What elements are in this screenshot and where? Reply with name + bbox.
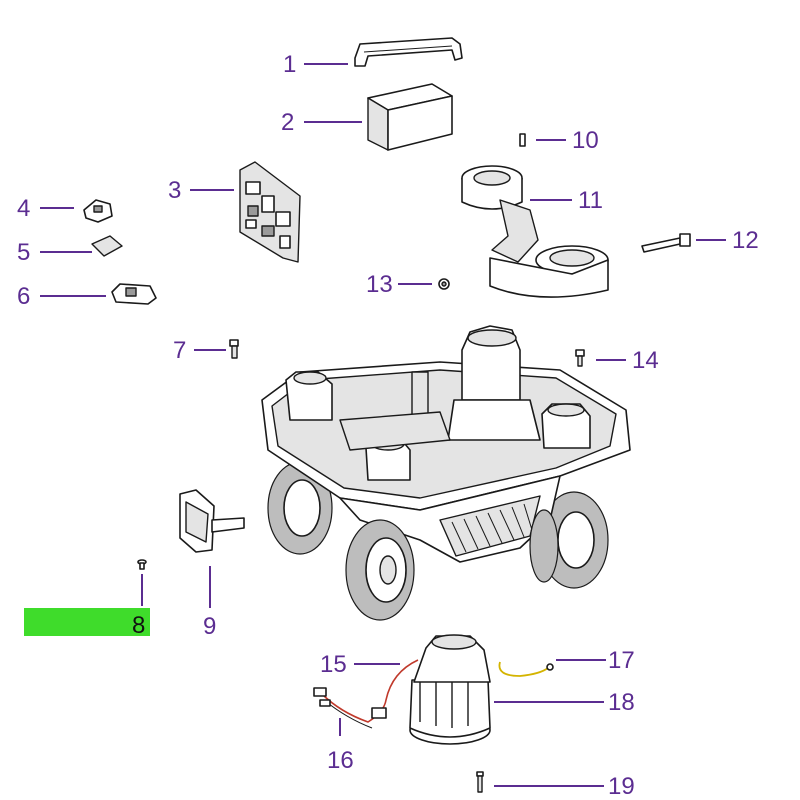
callout-5: 5 (17, 239, 30, 266)
part-5-plate (91, 235, 123, 257)
callout-1: 1 (283, 51, 296, 78)
label-8-highlight (24, 608, 150, 636)
callout-2: 2 (281, 109, 294, 136)
part-16-wiring-harness (313, 659, 419, 729)
part-10-screw (519, 133, 526, 147)
callout-labels: 1 2 3 4 5 6 7 8 9 10 11 12 13 14 15 16 1… (17, 51, 759, 800)
part-18-motor (409, 634, 491, 745)
callout-6: 6 (17, 283, 30, 310)
callout-10: 10 (572, 127, 599, 154)
callout-14: 14 (632, 347, 659, 374)
callout-16: 16 (327, 747, 354, 774)
callout-3: 3 (168, 177, 181, 204)
callout-8: 8 (132, 612, 145, 639)
part-17-sensor-wire (498, 661, 554, 677)
part-8-pin (137, 559, 147, 570)
part-13-nut (438, 278, 450, 290)
part-2-battery (367, 83, 453, 151)
callout-9: 9 (203, 613, 216, 640)
callout-19: 19 (608, 773, 635, 800)
part-6-bracket (111, 283, 157, 305)
callout-15: 15 (320, 651, 347, 678)
callout-18: 18 (608, 689, 635, 716)
part-14-screw (575, 349, 585, 367)
part-11-swing-arm (461, 165, 609, 298)
callout-7: 7 (173, 337, 186, 364)
callout-17: 17 (608, 647, 635, 674)
callout-4: 4 (17, 195, 30, 222)
part-1-handle (354, 37, 463, 67)
callout-13: 13 (366, 271, 393, 298)
part-4-sensor (83, 199, 113, 223)
callout-12: 12 (732, 227, 759, 254)
leader-lines (40, 63, 726, 787)
part-3-circuit-board (239, 161, 301, 263)
part-19-screw (476, 771, 484, 793)
robot-chassis (261, 325, 631, 621)
part-7-screw (229, 339, 239, 359)
callout-11: 11 (578, 187, 603, 214)
part-12-bolt (641, 233, 691, 253)
part-9-cover (179, 489, 245, 553)
